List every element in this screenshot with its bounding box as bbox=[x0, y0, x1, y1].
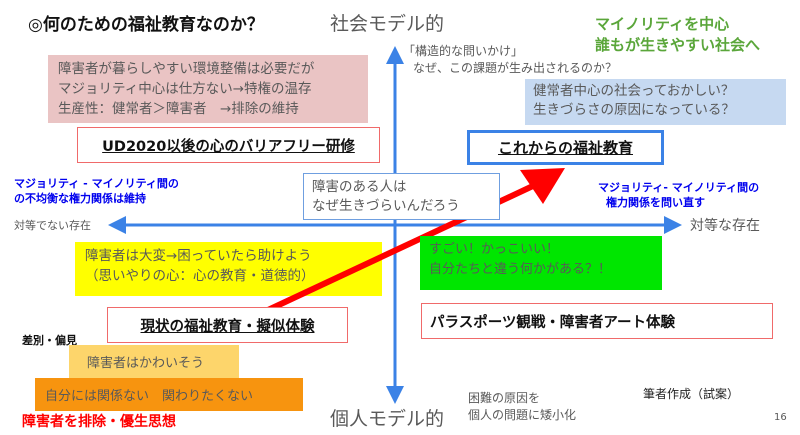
top-note-line2: なぜ、この課題が生み出されるのか？ bbox=[413, 61, 618, 75]
yellow-box: 障害者は大変→困っていたら助けよう （思いやりの心：心の教育・道徳的） bbox=[75, 242, 382, 296]
center-line2: なぜ生きづらいんだろう bbox=[312, 198, 460, 214]
bottom-note-line1: 困難の原因を bbox=[468, 391, 541, 405]
page-number: 16 bbox=[774, 412, 787, 423]
future-welfare-education-box: これからの福祉教育 bbox=[467, 130, 664, 165]
para-sports-box: パラスポーツ観戦・障害者アート体験 bbox=[421, 303, 773, 339]
lightblue-line1: 健常者中心の社会っておかしい？ bbox=[533, 83, 735, 99]
green-line2: 自分たちと違う何かがある？！ bbox=[429, 262, 612, 277]
pink-box: 障害者が暮らしやすい環境整備は必要だが マジョリティ中心は仕方ない→特権の温存 … bbox=[48, 55, 368, 123]
lightblue-box: 健常者中心の社会っておかしい？ 生きづらさの原因になっている？ bbox=[525, 79, 786, 125]
right-blue-text: マジョリティ- マイノリティ間の 権力関係を問い直す bbox=[598, 180, 759, 210]
center-line1: 障害のある人は bbox=[312, 179, 407, 195]
pink-line3: 生産性：健常者＞障害者 →排除の維持 bbox=[58, 101, 299, 117]
green-box: すごい！かっこいい！ 自分たちと違う何かがある？！ bbox=[420, 236, 662, 290]
top-note-line1: 「構造的な問いかけ」 bbox=[403, 44, 524, 58]
prejudice-label: 差別・偏見 bbox=[22, 334, 77, 347]
yellow-line2: （思いやりの心：心の教育・道徳的） bbox=[85, 268, 315, 284]
lightblue-line2: 生きづらさの原因になっている？ bbox=[533, 102, 735, 118]
eugenics-label: 障害者を排除・優生思想 bbox=[22, 414, 176, 430]
goal-line2: 誰もが生きやすい社会へ bbox=[595, 36, 761, 54]
future-label: これからの福祉教育 bbox=[497, 139, 633, 157]
left-blue-text: マジョリティ - マイノリティ間の の不均衡な権力関係は維持 bbox=[14, 176, 179, 206]
current-label: 現状の福祉教育・擬似体験 bbox=[140, 318, 315, 335]
bottom-note: 困難の原因を 個人の問題に矮小化 bbox=[468, 390, 576, 424]
author-note: 筆者作成（試案） bbox=[643, 387, 740, 401]
right-blue-line1: マジョリティ- マイノリティ間の bbox=[598, 181, 760, 194]
axis-label-right: 対等な存在 bbox=[690, 218, 760, 234]
axis-label-bottom: 個人モデル的 bbox=[330, 408, 445, 430]
indifferent-box: 自分には関係ない 関わりたくない bbox=[35, 378, 303, 411]
left-blue-line1: マジョリティ - マイノリティ間の bbox=[14, 177, 179, 190]
left-blue-line2: の不均衡な権力関係は維持 bbox=[14, 192, 146, 205]
axis-label-top: 社会モデル的 bbox=[330, 13, 445, 35]
goal-line1: マイノリティを中心 bbox=[595, 15, 730, 33]
bottom-note-line2: 個人の問題に矮小化 bbox=[468, 408, 577, 422]
pity-label: 障害者はかわいそう bbox=[87, 356, 205, 371]
axis-label-left: 対等でない存在 bbox=[14, 219, 91, 232]
right-blue-line2: 権力関係を問い直す bbox=[606, 196, 705, 209]
pink-line1: 障害者が暮らしやすい環境整備は必要だが bbox=[58, 61, 315, 77]
para-label: パラスポーツ観戦・障害者アート体験 bbox=[430, 314, 676, 331]
pink-line2: マジョリティ中心は仕方ない→特権の温存 bbox=[58, 81, 312, 97]
green-line1: すごい！かっこいい！ bbox=[429, 242, 560, 257]
current-education-box: 現状の福祉教育・擬似体験 bbox=[107, 307, 348, 343]
pity-box: 障害者はかわいそう bbox=[69, 345, 239, 378]
ud2020-label: UD2020以後の心のバリアフリー研修 bbox=[102, 138, 355, 155]
slide-title: ◎何のための福祉教育なのか？ bbox=[28, 15, 264, 35]
yellow-line1: 障害者は大変→困っていたら助けよう bbox=[85, 248, 312, 264]
indifferent-label: 自分には関係ない 関わりたくない bbox=[45, 389, 254, 404]
center-question-box: 障害のある人は なぜ生きづらいんだろう bbox=[303, 173, 500, 220]
goal-text: マイノリティを中心 誰もが生きやすい社会へ bbox=[595, 14, 760, 56]
ud2020-box: UD2020以後の心のバリアフリー研修 bbox=[77, 127, 380, 163]
